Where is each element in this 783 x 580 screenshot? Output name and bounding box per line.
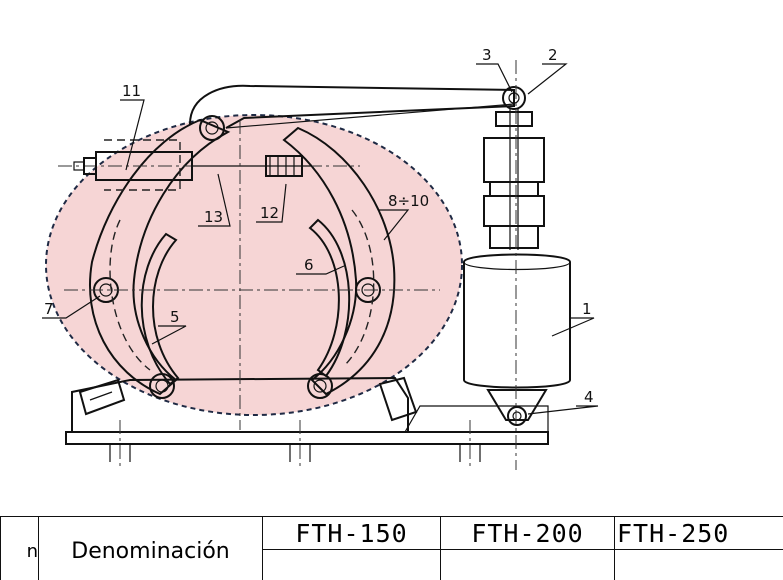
part-label-3: 3 bbox=[482, 46, 492, 64]
part-label-2: 2 bbox=[548, 46, 558, 64]
top-lever bbox=[189, 84, 526, 129]
left-brake-arm bbox=[88, 115, 231, 399]
left-bracket bbox=[78, 378, 126, 416]
table-cell-empty bbox=[440, 549, 615, 580]
part-label-6: 6 bbox=[304, 256, 314, 274]
table-cell-empty bbox=[262, 549, 441, 580]
tie-rod-assembly bbox=[58, 139, 360, 191]
part-label-1: 1 bbox=[582, 300, 592, 318]
part-label-5: 5 bbox=[170, 308, 180, 326]
brake-drawing: 1 2 3 4 5 6 7 8÷10 11 12 13 bbox=[42, 46, 599, 470]
part-label-4: 4 bbox=[584, 388, 594, 406]
specification-table: n Denominación FTH-150 FTH-200 FTH-250 bbox=[0, 516, 783, 580]
denomination-header: Denominación bbox=[38, 516, 263, 580]
table-cell-empty bbox=[614, 549, 783, 580]
thruster bbox=[463, 60, 571, 470]
leader-lines bbox=[42, 63, 599, 415]
part-label-12: 12 bbox=[260, 204, 279, 222]
table-left-fragment: n bbox=[0, 516, 39, 580]
part-label-13: 13 bbox=[204, 208, 223, 226]
part-label-11: 11 bbox=[122, 82, 141, 100]
part-label-8-10: 8÷10 bbox=[388, 192, 429, 210]
model-header-fth-250: FTH-250 bbox=[614, 516, 783, 550]
right-bracket bbox=[378, 376, 418, 422]
model-header-fth-200: FTH-200 bbox=[440, 516, 615, 550]
right-brake-arm bbox=[282, 126, 396, 399]
base-plate bbox=[65, 376, 549, 470]
highlight-ellipse bbox=[45, 114, 463, 416]
model-header-fth-150: FTH-150 bbox=[262, 516, 441, 550]
part-label-7: 7 bbox=[44, 300, 54, 318]
